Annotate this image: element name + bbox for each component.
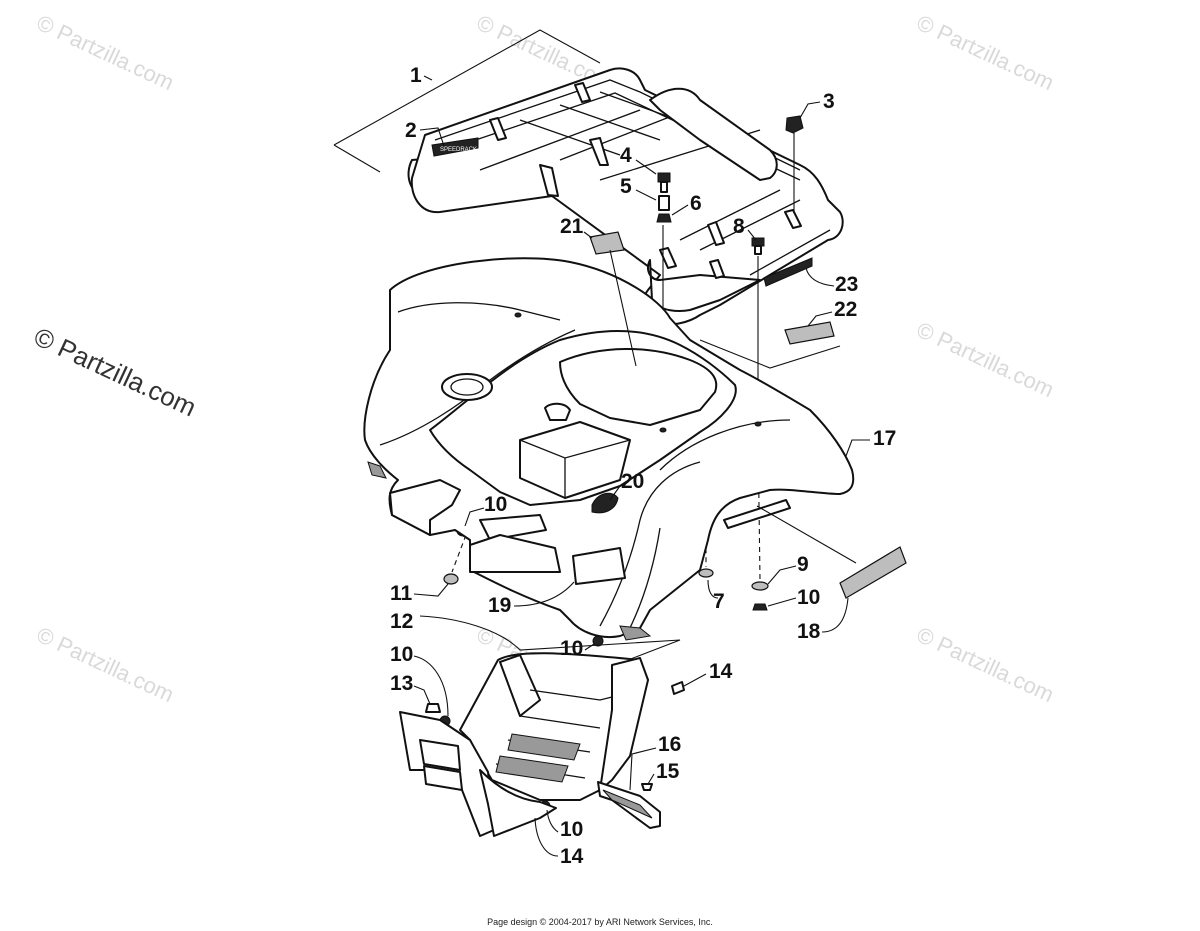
callout-8: 8 [733, 215, 745, 238]
decal-18 [839, 546, 907, 599]
callout-14: 14 [560, 845, 584, 868]
spacer-5 [658, 195, 670, 211]
callout-3: 3 [823, 90, 835, 113]
copyright-footer: Page design © 2004-2017 by ARI Network S… [487, 917, 713, 927]
callout-17: 17 [873, 427, 896, 450]
bolt-4 [657, 172, 671, 183]
nut-10 [752, 603, 768, 611]
callout-10: 10 [797, 586, 820, 609]
decal-22 [784, 321, 835, 345]
rear-fender [363, 257, 855, 641]
callout-6: 6 [690, 192, 702, 215]
callout-7: 7 [713, 590, 725, 613]
footwell [399, 615, 681, 837]
callout-4: 4 [620, 144, 632, 167]
decal-19 [572, 547, 626, 585]
washer-11 [443, 573, 459, 585]
footpeg-plate [597, 781, 661, 829]
washer-9 [751, 581, 769, 591]
callout-10: 10 [560, 818, 583, 841]
clip-3 [785, 115, 804, 134]
callout-21: 21 [560, 215, 584, 238]
callout-13: 13 [390, 672, 413, 695]
cargo-rack: SPEEDRACK [333, 29, 844, 326]
callout-9: 9 [797, 553, 809, 576]
callout-22: 22 [834, 298, 857, 321]
screw-14 [671, 681, 685, 695]
watermark: © Partzilla.com [913, 10, 1058, 95]
callout-10: 10 [484, 493, 507, 516]
callout-10: 10 [390, 643, 413, 666]
decal-21 [589, 231, 625, 255]
screw-15 [641, 783, 653, 791]
bolt-13 [425, 703, 441, 713]
watermark: © Partzilla.com [913, 622, 1058, 707]
callout-1: 1 [410, 64, 422, 87]
callout-23: 23 [835, 273, 858, 296]
washer-7 [698, 568, 714, 578]
watermark: © Partzilla.com [33, 622, 178, 707]
watermark-primary: © Partzilla.com [29, 321, 200, 422]
callout-18: 18 [797, 620, 821, 643]
callout-19: 19 [488, 594, 511, 617]
callout-14: 14 [709, 660, 733, 683]
watermark: © Partzilla.com [913, 317, 1058, 402]
callout-20: 20 [621, 470, 644, 493]
callout-5: 5 [620, 175, 632, 198]
bolt-8 [751, 237, 765, 247]
callout-16: 16 [658, 733, 681, 756]
nut-6 [656, 213, 672, 223]
callouts: 1 2 3 4 5 6 7 8 9 10 10 11 12 10 10 13 1… [390, 64, 896, 868]
callout-15: 15 [656, 760, 680, 783]
rack-decal-text: SPEEDRACK [440, 147, 477, 153]
watermark: © Partzilla.com [33, 10, 178, 95]
callout-11: 11 [390, 582, 413, 605]
callout-10: 10 [560, 637, 583, 660]
callout-12: 12 [390, 610, 413, 633]
callout-2: 2 [405, 119, 417, 142]
